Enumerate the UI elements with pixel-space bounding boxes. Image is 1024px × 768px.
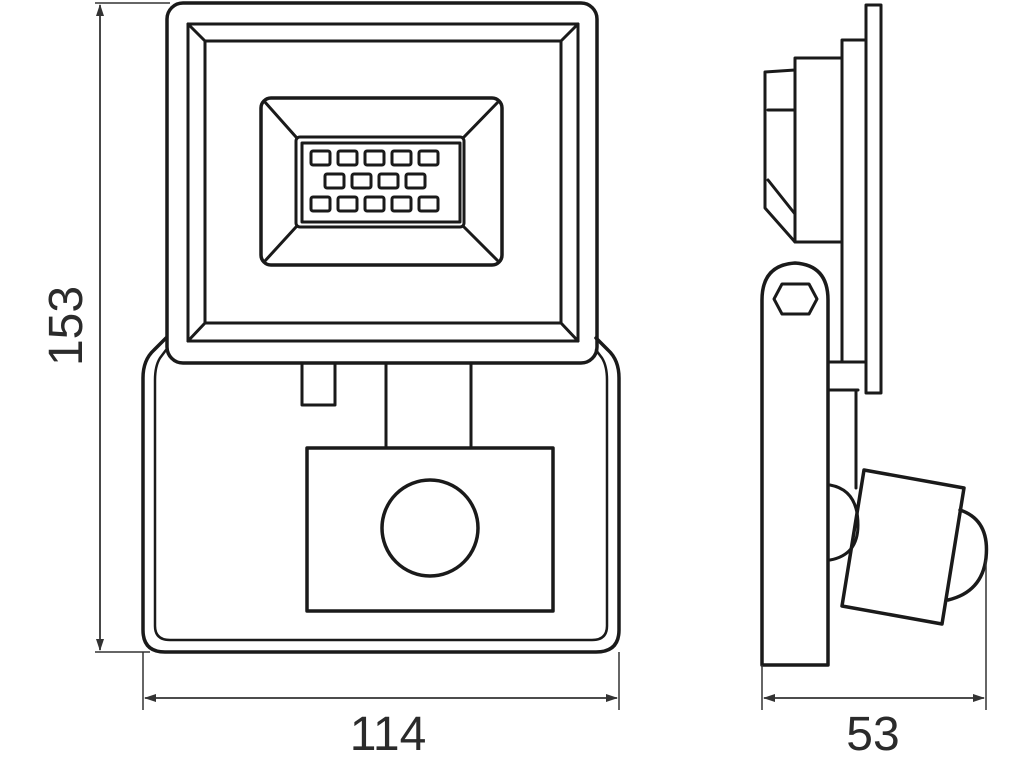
hex-bolt (772, 282, 819, 316)
front-view (141, 1, 621, 654)
sensor-housing (305, 446, 555, 613)
front-glass-outer (203, 39, 563, 325)
front-side-stub (300, 361, 337, 407)
side-body (763, 56, 844, 244)
led-chip (323, 172, 346, 190)
side-view (760, 3, 989, 667)
led-chip (336, 195, 359, 213)
depth-label: 53 (846, 708, 899, 761)
front-frame-inner (186, 22, 580, 343)
front-frame-outer (165, 1, 599, 365)
led-board (300, 141, 462, 224)
led-chip (404, 172, 427, 190)
led-chip (350, 172, 373, 190)
led-chip (363, 195, 386, 213)
front-frame-bevels (186, 22, 580, 343)
side-sensor-lens (946, 508, 989, 602)
side-glass-outer (864, 3, 883, 395)
reflector-bevels (262, 99, 501, 264)
front-bracket-outer (141, 336, 621, 654)
width-label: 114 (350, 708, 427, 761)
side-frame-plate (840, 38, 868, 364)
led-chip (336, 149, 359, 167)
side-bracket (760, 261, 830, 667)
reflector-outer (259, 96, 504, 267)
dimension-lines (95, 2, 987, 710)
led-chip (390, 149, 413, 167)
height-label: 153 (40, 286, 93, 366)
led-chip (363, 149, 386, 167)
side-sensor-housing (840, 468, 966, 626)
led-chip (309, 149, 332, 167)
sensor-lens (380, 478, 480, 578)
led-chip (309, 195, 332, 213)
led-chip (377, 172, 400, 190)
side-body-detail (766, 108, 797, 216)
led-chip (417, 149, 440, 167)
led-chip (417, 195, 440, 213)
front-bracket-inner (153, 348, 609, 642)
led-array (309, 149, 440, 213)
led-chip (390, 195, 413, 213)
sensor-pivot (828, 483, 860, 562)
reflector-inner (294, 135, 466, 229)
